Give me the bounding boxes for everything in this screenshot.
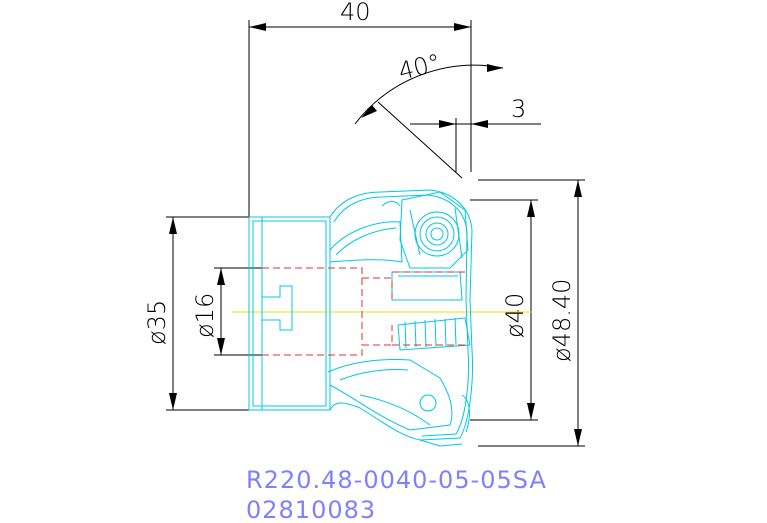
offset-dimension: 3 (410, 95, 541, 172)
milling-cutter-outline (248, 189, 473, 447)
bore-diameter-dimension: ø16 (191, 267, 262, 356)
shank-diameter-dimension: ø35 (143, 216, 249, 411)
shank-diameter-text: ø35 (143, 300, 171, 345)
angle-dimension: 40° (354, 48, 504, 179)
max-diameter-dimension: ø48.40 (478, 179, 585, 447)
hidden-bore-lines (262, 267, 468, 356)
cutting-diameter-dimension: ø40 (470, 199, 538, 421)
max-diameter-text: ø48.40 (548, 279, 576, 362)
bore-diameter-text: ø16 (191, 293, 219, 338)
angle-dimension-text: 40° (396, 48, 444, 85)
offset-dimension-text: 3 (511, 95, 526, 123)
length-dimension: 40 (248, 0, 472, 217)
order-code: 02810083 (246, 496, 376, 523)
part-number: R220.48-0040-05-05SA (246, 466, 547, 494)
cutting-diameter-text: ø40 (501, 293, 529, 338)
length-dimension-text: 40 (340, 0, 371, 26)
